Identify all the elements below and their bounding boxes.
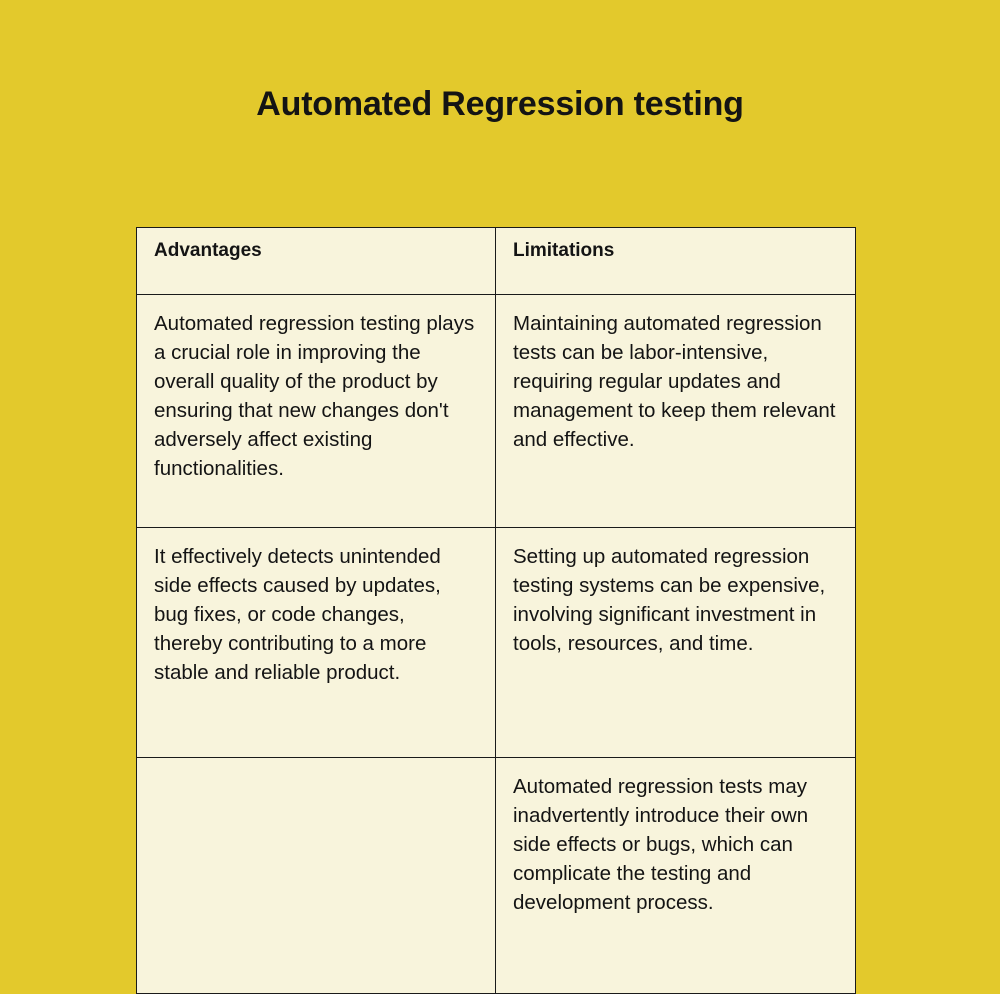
table-body: Automated regression testing plays a cru… bbox=[136, 294, 856, 994]
column-header-advantages: Advantages bbox=[136, 227, 496, 295]
table-row: It effectively detects unintended side e… bbox=[136, 527, 856, 758]
column-header-limitations: Limitations bbox=[495, 227, 856, 295]
table-row: Automated regression testing plays a cru… bbox=[136, 294, 856, 528]
cell-advantages-2: It effectively detects unintended side e… bbox=[136, 527, 496, 758]
cell-advantages-1: Automated regression testing plays a cru… bbox=[136, 294, 496, 528]
table-header: Advantages Limitations bbox=[136, 227, 856, 295]
cell-limitations-3: Automated regression tests may inadverte… bbox=[495, 757, 856, 994]
page-canvas: Automated Regression testing Advantages … bbox=[136, 85, 856, 994]
cell-advantages-3-empty bbox=[136, 757, 496, 994]
cell-limitations-2: Setting up automated regression testing … bbox=[495, 527, 856, 758]
table-header-row: Advantages Limitations bbox=[136, 227, 856, 295]
cell-limitations-1: Maintaining automated regression tests c… bbox=[495, 294, 856, 528]
advantages-limitations-table: Advantages Limitations Automated regress… bbox=[136, 227, 856, 994]
table-row: Automated regression tests may inadverte… bbox=[136, 757, 856, 994]
page-title: Automated Regression testing bbox=[256, 85, 744, 123]
